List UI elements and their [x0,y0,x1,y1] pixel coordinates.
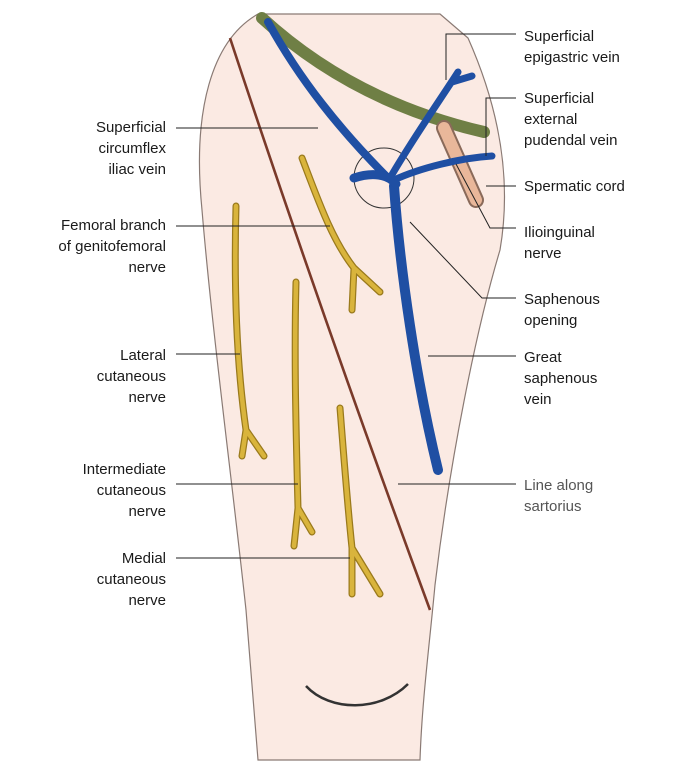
label-line: iliac vein [96,159,166,180]
label-line: nerve [97,387,166,408]
label-line: Ilioinguinal [524,222,595,243]
label-line: external [524,109,617,130]
label-ilioinguinal-nerve: Ilioinguinal nerve [524,222,595,264]
label-line: nerve [58,257,166,278]
label-line: Intermediate [83,459,166,480]
label-line: epigastric vein [524,47,620,68]
label-intermediate-cutaneous-nerve: Intermediate cutaneous nerve [83,459,166,522]
label-lateral-cutaneous-nerve: Lateral cutaneous nerve [97,345,166,408]
label-line: vein [524,389,597,410]
label-great-saphenous-vein: Great saphenous vein [524,347,597,410]
label-line: of genitofemoral [58,236,166,257]
label-line: cutaneous [83,480,166,501]
label-line: cutaneous [97,569,166,590]
label-line: sartorius [524,496,593,517]
label-line: nerve [524,243,595,264]
label-line: Femoral branch [58,215,166,236]
label-line: Superficial [96,117,166,138]
label-line: Line along [524,475,593,496]
label-femoral-branch-genitofemoral-nerve: Femoral branch of genitofemoral nerve [58,215,166,278]
label-line: Spermatic cord [524,176,625,197]
label-superficial-epigastric-vein: Superficial epigastric vein [524,26,620,68]
label-line: Superficial [524,26,620,47]
label-line: opening [524,310,600,331]
label-line-along-sartorius: Line along sartorius [524,475,593,517]
label-spermatic-cord: Spermatic cord [524,176,625,197]
label-line: Superficial [524,88,617,109]
label-line: nerve [97,590,166,611]
label-line: pudendal vein [524,130,617,151]
label-line: cutaneous [97,366,166,387]
label-superficial-external-pudendal-vein: Superficial external pudendal vein [524,88,617,151]
label-line: nerve [83,501,166,522]
label-line: Lateral [97,345,166,366]
label-line: saphenous [524,368,597,389]
label-saphenous-opening: Saphenous opening [524,289,600,331]
label-line: Great [524,347,597,368]
label-medial-cutaneous-nerve: Medial cutaneous nerve [97,548,166,611]
label-line: Medial [97,548,166,569]
label-superficial-circumflex-iliac-vein: Superficial circumflex iliac vein [96,117,166,180]
label-line: Saphenous [524,289,600,310]
label-line: circumflex [96,138,166,159]
